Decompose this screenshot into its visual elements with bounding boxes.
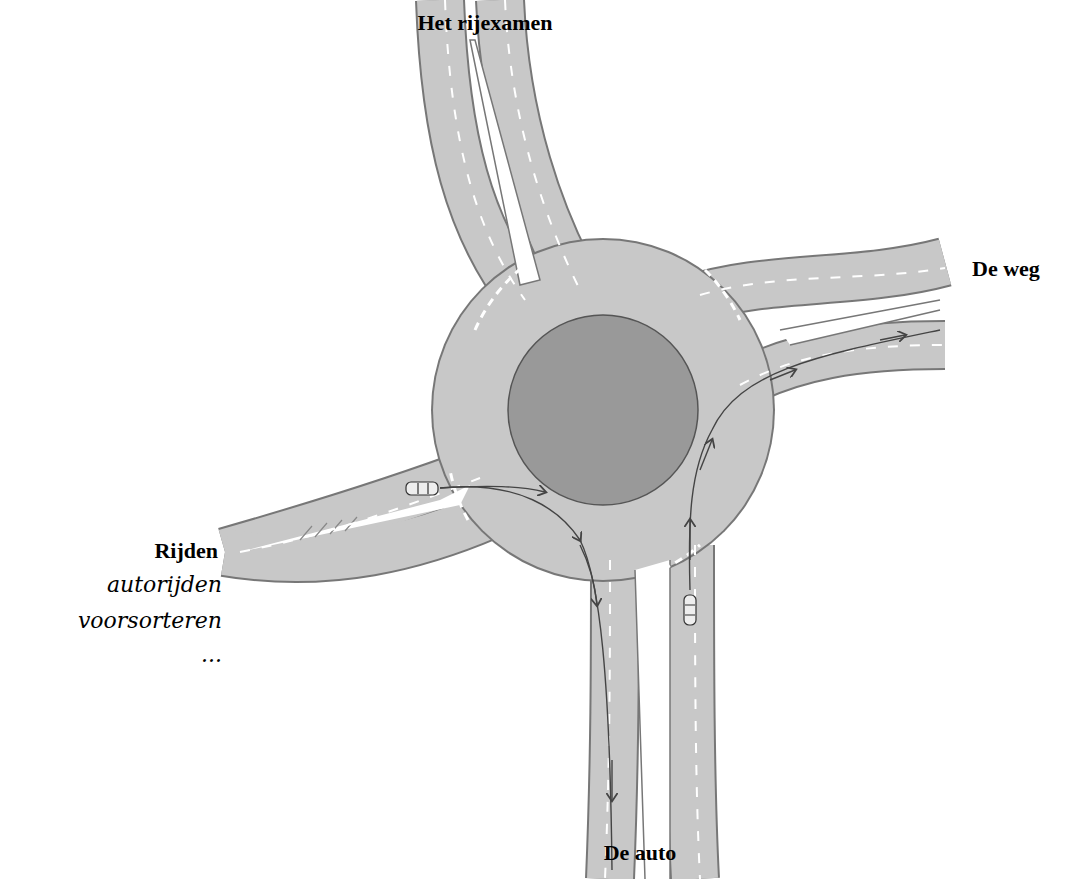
road-label: Het rijexamen	[418, 10, 553, 36]
handwritten-note: autorijden	[107, 572, 222, 597]
handwritten-note: voorsorteren	[78, 608, 222, 633]
road-label: De weg	[972, 256, 1040, 282]
road-label: De auto	[604, 840, 677, 866]
road-label: Rijden	[154, 538, 218, 564]
handwritten-note: ...	[201, 642, 222, 667]
